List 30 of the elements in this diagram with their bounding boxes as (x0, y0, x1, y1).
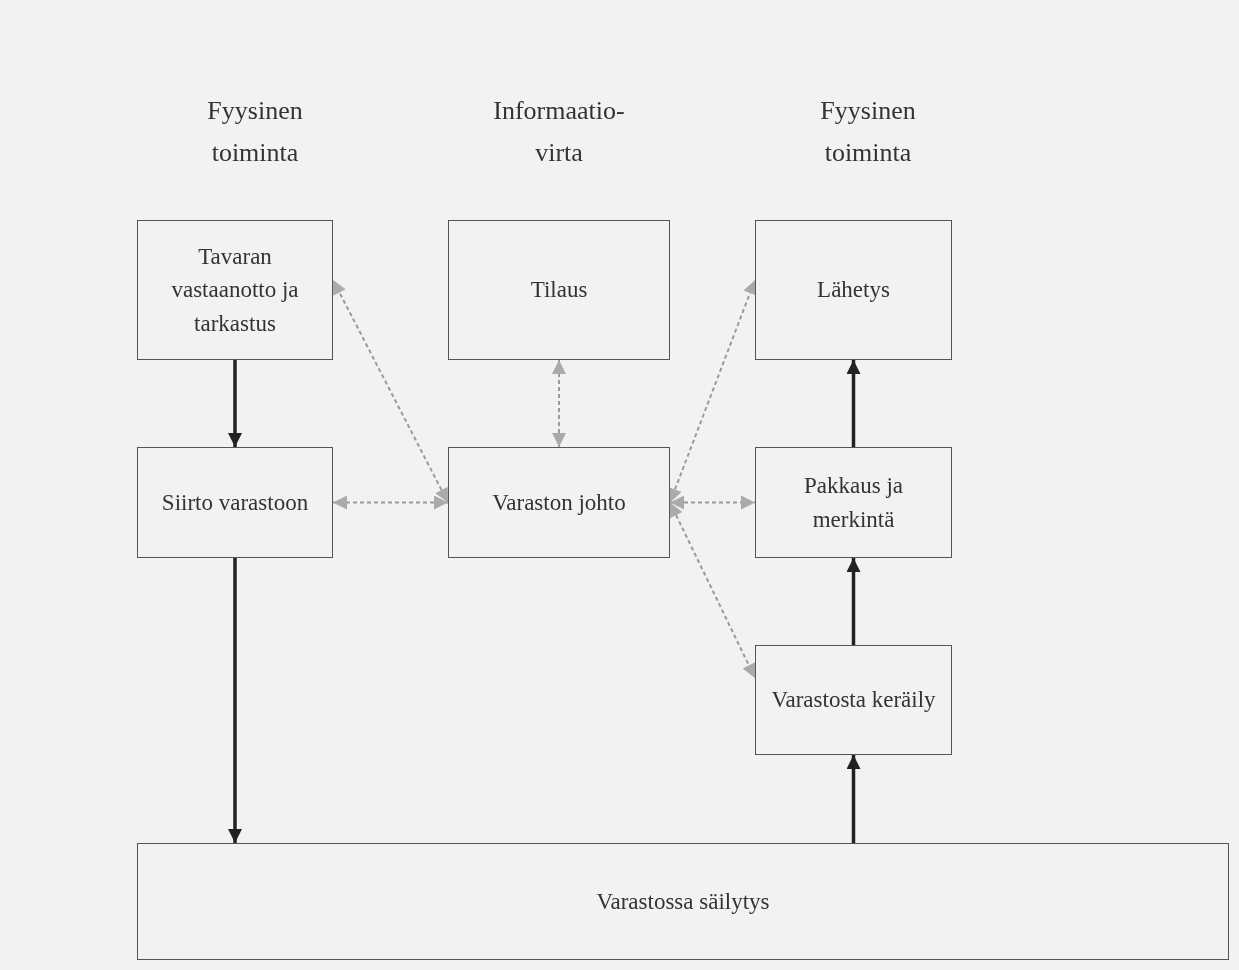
process-box (755, 220, 952, 360)
column-heading: Fyysinen toiminta (206, 95, 304, 169)
dotted-arrow (332, 279, 449, 504)
column-heading: Fyysinen toiminta (819, 95, 917, 169)
arrow (228, 360, 242, 447)
process-box (137, 220, 333, 360)
dotted-arrow (669, 501, 756, 679)
box-label: Varaston johto (491, 488, 627, 517)
box-label: Tilaus (529, 276, 589, 305)
box-label: Tavaran vastaanotto ja tarkastus (170, 243, 300, 338)
box-label: Lähetys (816, 276, 891, 305)
arrow (228, 558, 242, 843)
box-label: Varastosta keräily (770, 686, 937, 715)
dotted-arrow (552, 359, 566, 448)
process-box (137, 843, 1229, 960)
box-label: Siirto varastoon (160, 488, 310, 517)
process-box (137, 447, 333, 558)
process-box (448, 220, 670, 360)
dotted-arrow (332, 495, 449, 510)
arrow (846, 558, 861, 645)
box-label: Pakkaus ja merkintä (803, 472, 904, 534)
column-heading: Informaatio- virta (492, 95, 626, 169)
arrow (846, 360, 861, 447)
process-box (755, 645, 952, 755)
arrow (846, 755, 861, 843)
dotted-arrow (668, 279, 757, 504)
dotted-arrow (669, 495, 756, 510)
box-label: Varastossa säilytys (595, 887, 771, 916)
process-box (448, 447, 670, 558)
process-box (755, 447, 952, 558)
